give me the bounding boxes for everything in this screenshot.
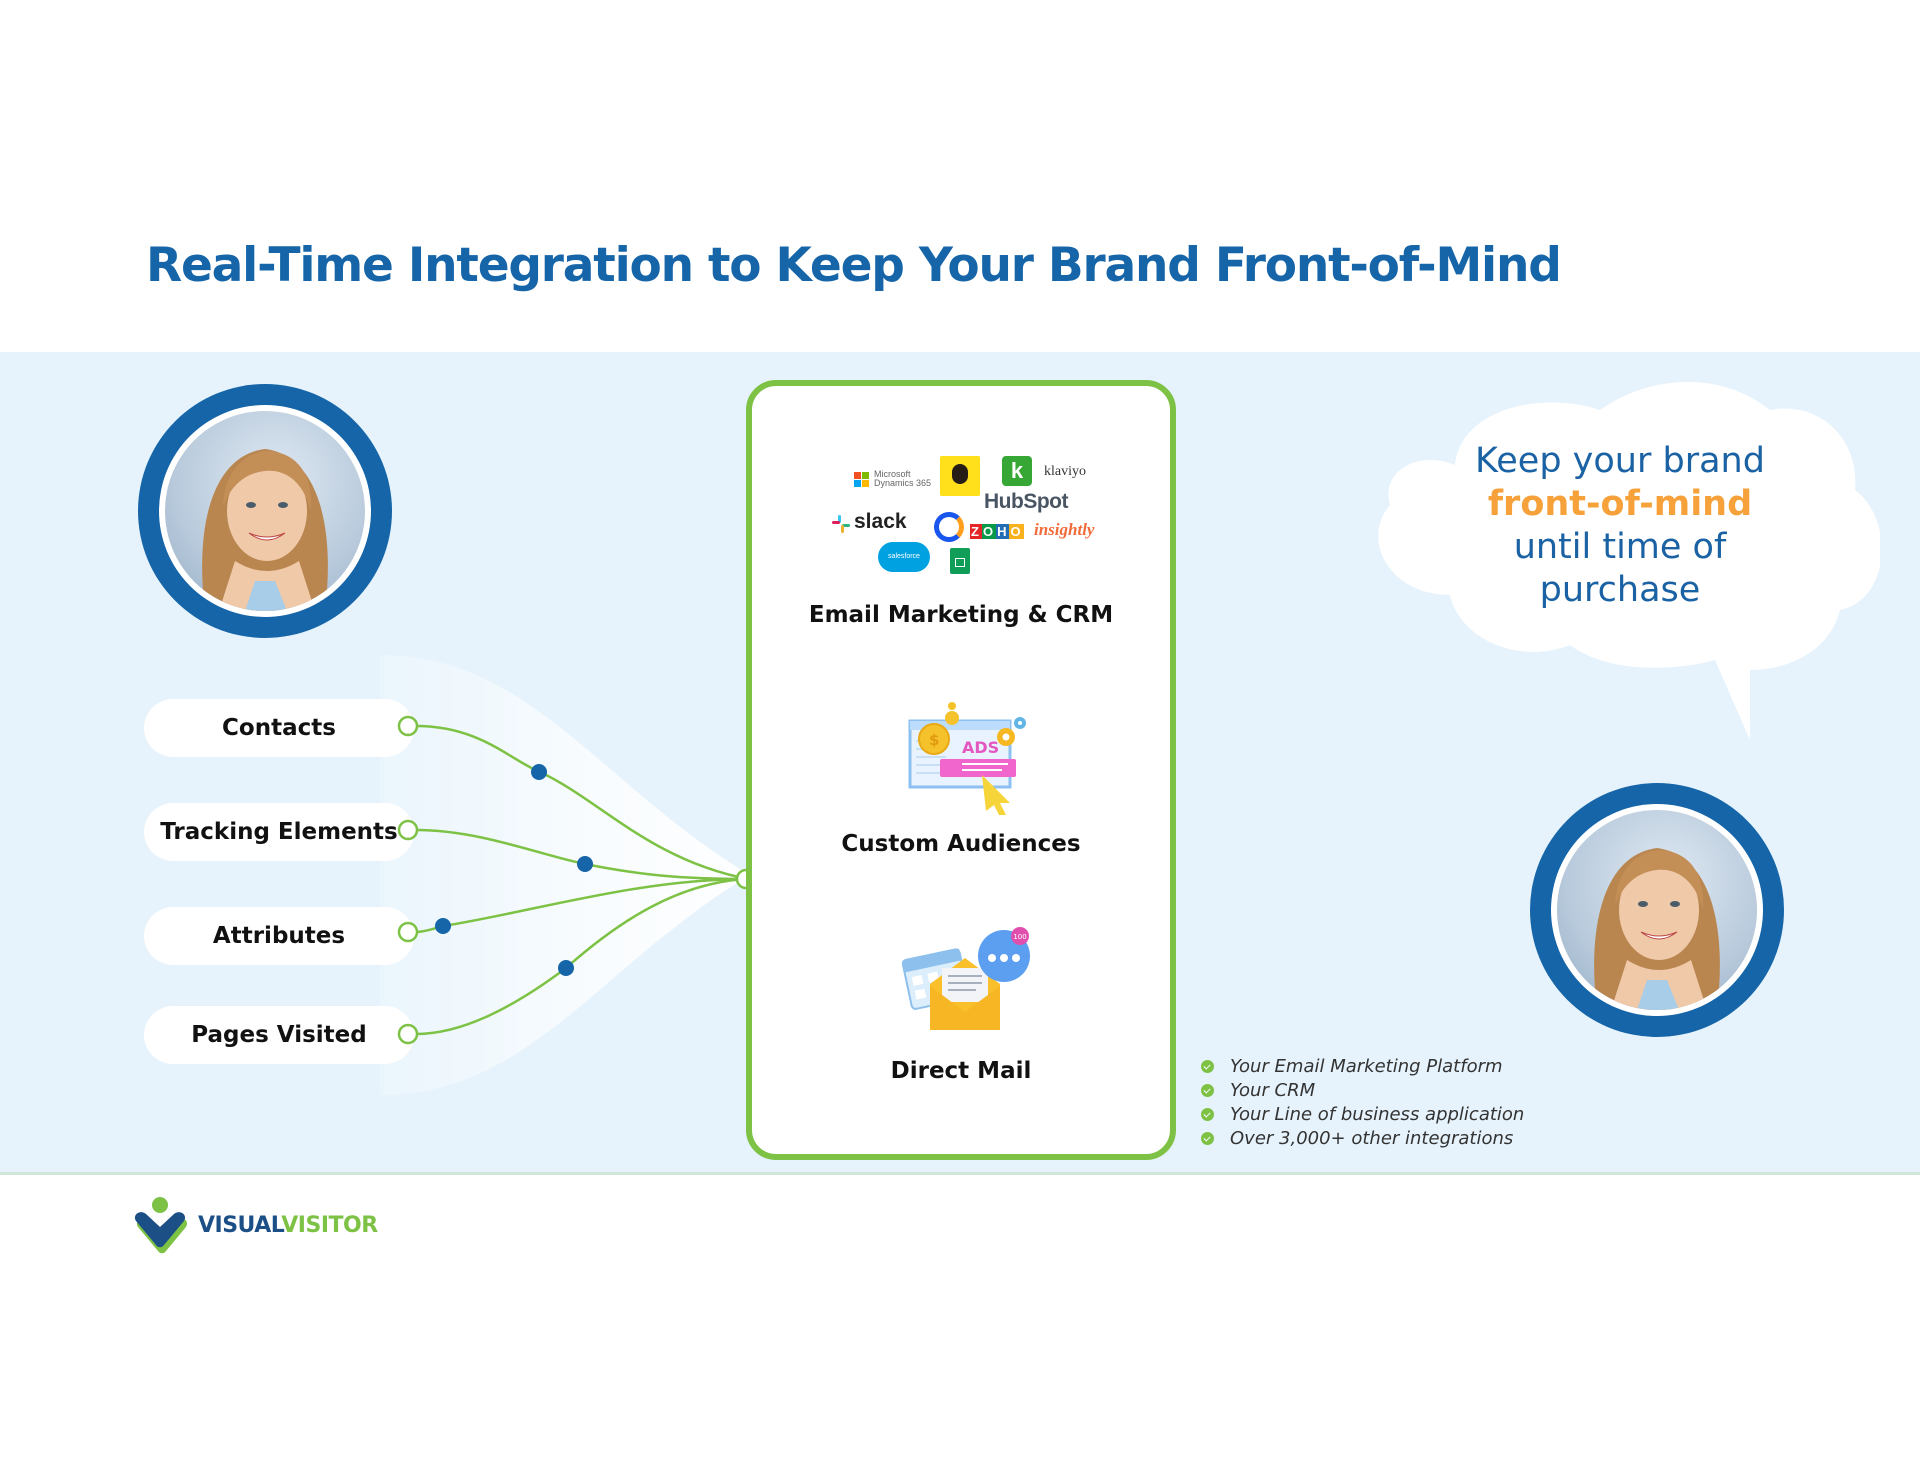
check-icon — [1201, 1059, 1214, 1073]
logo-microsoft-dynamics: Microsoft Dynamics 365 — [854, 470, 931, 488]
visitor-photo — [165, 411, 365, 611]
list-item: Your Line of business application — [1201, 1102, 1524, 1126]
destination-direct-mail: Direct Mail — [890, 1058, 1032, 1084]
source-pages-visited: Pages Visited — [144, 1006, 414, 1064]
ads-badge-text: ADS — [962, 738, 999, 757]
brand-logo: VISUALVISITOR — [130, 1195, 378, 1255]
destination-email-crm: Email Marketing & CRM — [808, 602, 1114, 628]
source-contacts: Contacts — [144, 699, 414, 757]
source-attributes: Attributes — [144, 907, 414, 965]
page-title: Real-Time Integration to Keep Your Brand… — [146, 238, 1562, 293]
logo-google-sheets-icon — [950, 548, 970, 574]
destinations-card: Microsoft Dynamics 365 k klaviyo HubSpot… — [746, 380, 1176, 1160]
check-icon — [1201, 1107, 1214, 1121]
check-icon — [1201, 1083, 1214, 1097]
check-icon — [1201, 1131, 1214, 1145]
logo-salesforce: salesforce — [878, 542, 930, 572]
logo-insightly: insightly — [1034, 520, 1095, 539]
logo-constant-contact-icon — [934, 512, 964, 542]
list-item: Over 3,000+ other integrations — [1201, 1126, 1524, 1150]
callout-text: Keep your brand front-of-mind until time… — [1400, 440, 1840, 612]
logo-keap-icon: k — [1002, 456, 1032, 486]
brand-name: VISUALVISITOR — [198, 1212, 378, 1238]
integrations-list: Your Email Marketing Platform Your CRM Y… — [1201, 1054, 1524, 1150]
source-tracking-elements: Tracking Elements — [144, 803, 414, 861]
avatar-visitor — [138, 384, 392, 638]
flow-glow — [380, 655, 750, 1095]
callout-highlight: front-of-mind — [1487, 484, 1753, 524]
destination-custom-audiences: Custom Audiences — [841, 831, 1081, 857]
customer-photo — [1557, 810, 1757, 1010]
mail-badge-count: 100 — [1013, 933, 1026, 941]
svg-text:$: $ — [929, 731, 939, 749]
logo-slack: slack — [832, 510, 907, 534]
visualvisitor-logo-icon — [134, 1197, 188, 1254]
avatar-customer — [1530, 783, 1784, 1037]
ads-icon: ADS $ — [908, 702, 1026, 815]
list-item: Your Email Marketing Platform — [1201, 1054, 1524, 1078]
speech-cloud — [1378, 381, 1880, 740]
direct-mail-icon: 100 — [901, 927, 1030, 1030]
logo-klaviyo: klaviyo — [1044, 464, 1086, 479]
list-item: Your CRM — [1201, 1078, 1524, 1102]
logo-hubspot: HubSpot — [984, 490, 1068, 513]
integration-logos: Microsoft Dynamics 365 k klaviyo HubSpot… — [832, 456, 1102, 574]
logo-mailchimp-icon — [940, 456, 980, 496]
